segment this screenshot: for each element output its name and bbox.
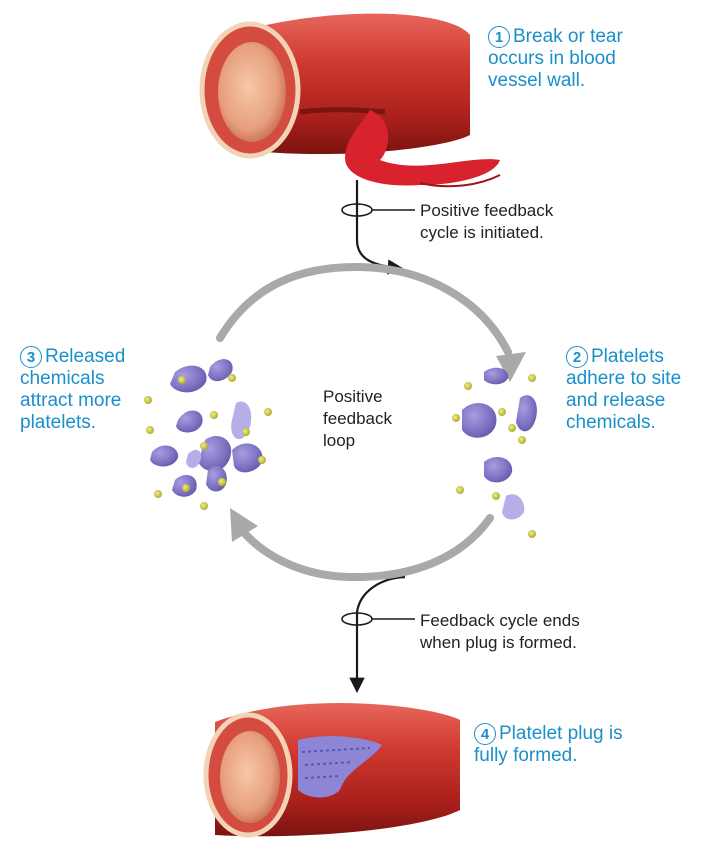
step-1-line-2: occurs in blood: [488, 48, 623, 70]
loop-label: Positive feedback loop: [323, 386, 392, 452]
step-2-line-4: chemicals.: [566, 412, 681, 434]
step-2-number: 2: [566, 346, 588, 368]
cycle-start-note-line-2: cycle is initiated.: [420, 222, 553, 244]
step-3-line-2: chemicals: [20, 368, 125, 390]
step-4-number: 4: [474, 723, 496, 745]
step-1-line-3: vessel wall.: [488, 70, 623, 92]
step-3-line-4: platelets.: [20, 412, 125, 434]
step-1-number: 1: [488, 26, 510, 48]
torn-vessel-illustration: [202, 14, 500, 187]
step-3-line-1: Released: [45, 346, 125, 367]
plugged-vessel-illustration: [206, 703, 460, 836]
platelet-cluster-right: [452, 368, 537, 538]
cycle-end-note: Feedback cycle ends when plug is formed.: [420, 610, 580, 654]
loop-label-line-1: Positive: [323, 386, 392, 408]
cycle-end-note-line-1: Feedback cycle ends: [420, 610, 580, 632]
step-4-line-2: fully formed.: [474, 745, 623, 767]
step-2-line-1: Platelets: [591, 346, 664, 367]
cycle-start-note-line-1: Positive feedback: [420, 200, 553, 222]
cycle-start-note: Positive feedback cycle is initiated.: [420, 200, 553, 244]
step-4-line-1: Platelet plug is: [499, 723, 623, 744]
step-3-number: 3: [20, 346, 42, 368]
loop-label-line-2: feedback: [323, 408, 392, 430]
step-2-line-2: adhere to site: [566, 368, 681, 390]
platelet-cluster-left: [144, 359, 272, 510]
step-2-line-3: and release: [566, 390, 681, 412]
loop-label-line-3: loop: [323, 430, 392, 452]
cycle-end-note-line-2: when plug is formed.: [420, 632, 580, 654]
step-3-line-3: attract more: [20, 390, 125, 412]
step-1-line-1: Break or tear: [513, 26, 623, 47]
